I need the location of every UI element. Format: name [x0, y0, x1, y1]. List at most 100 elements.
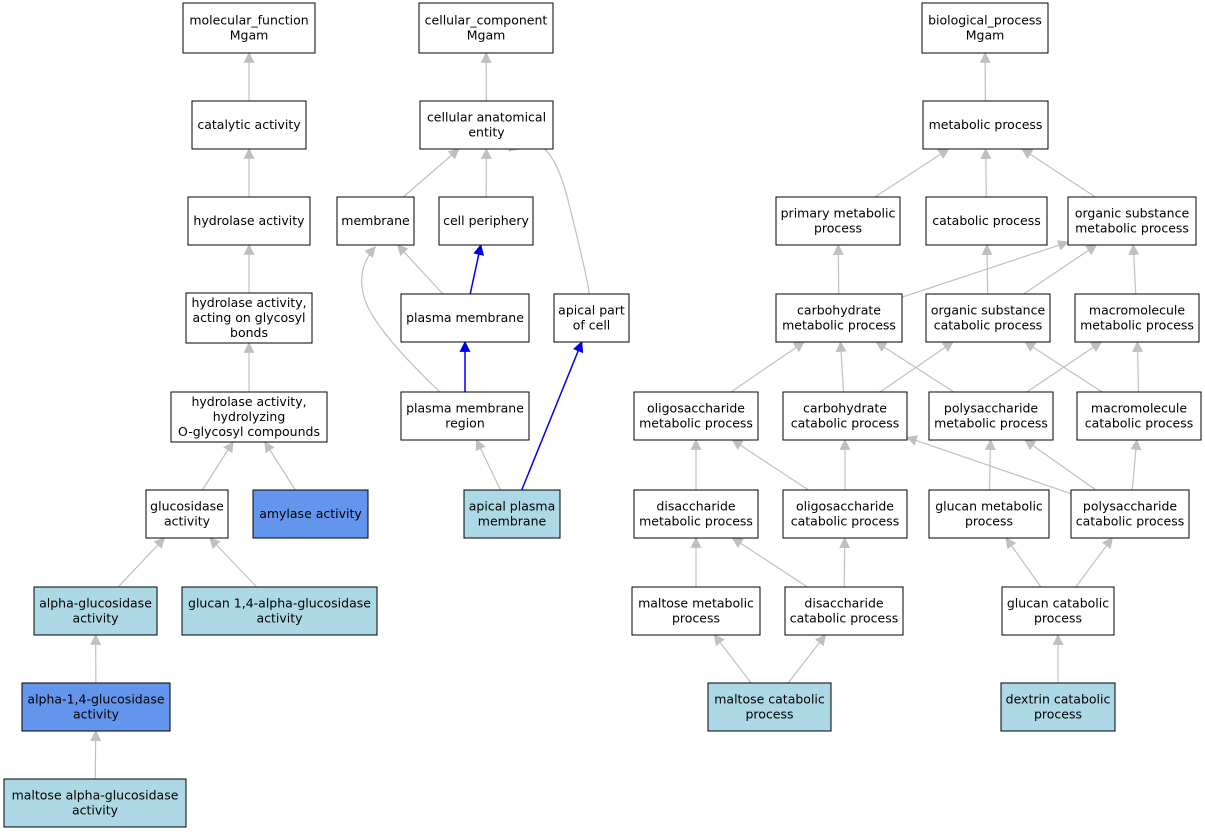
node-label-line: organic substance: [1075, 206, 1190, 221]
node-box: [633, 391, 759, 441]
edge-org_sub_cat-to-org_sub_met: [1023, 244, 1098, 295]
node-label-line: glucosidase: [150, 499, 224, 514]
edge-glucan_cat-to-glucan_met: [1005, 537, 1042, 588]
node-label-line: activity: [164, 514, 211, 529]
edge-maltose_cat-to-disac_cat: [787, 634, 827, 684]
edge-membrane-to-cae: [402, 148, 460, 198]
edge-catabolic-to-metabolic: [980, 147, 992, 198]
node-label-line: catabolic process: [1076, 514, 1185, 529]
edge-glucan14-to-glucosidase: [209, 537, 258, 588]
edge-carb_cat-to-carb_met: [835, 340, 847, 393]
edge-alpha_gluc-to-glucosidase: [117, 537, 166, 588]
node-catalytic[interactable]: catalytic activity: [191, 100, 307, 150]
node-box: [182, 2, 316, 54]
edge-carb_cat-to-org_sub_cat: [879, 341, 954, 393]
node-box: [336, 196, 415, 246]
node-box: [633, 489, 759, 539]
node-box: [928, 391, 1054, 441]
edge-carb_met-to-org_sub_met: [901, 240, 1070, 298]
node-box: [1076, 391, 1202, 441]
node-hyd_oglycosyl[interactable]: hydrolase activity,hydrolyzingO-glycosyl…: [170, 391, 328, 443]
node-box: [775, 196, 901, 246]
node-box: [784, 586, 904, 636]
node-label-line: polysaccharide: [1083, 499, 1177, 514]
node-amylase[interactable]: amylase activity: [252, 489, 369, 539]
node-label-line: membrane: [478, 514, 547, 529]
node-label-line: process: [745, 707, 793, 722]
node-label-line: process: [965, 514, 1013, 529]
node-label-line: primary metabolic: [781, 206, 896, 221]
node-metabolic[interactable]: metabolic process: [922, 100, 1049, 150]
node-label-line: metabolic process: [1075, 221, 1189, 236]
node-label-line: macromolecule: [1089, 303, 1185, 318]
node-box: [553, 293, 630, 343]
node-label-line: metabolic process: [782, 318, 896, 333]
edge-primary_met-to-metabolic: [874, 148, 950, 198]
edge-org_sub_cat-to-catabolic: [981, 243, 993, 295]
node-box: [921, 2, 1049, 54]
node-label-line: organic substance: [931, 303, 1046, 318]
node-label-line: apical part: [558, 303, 625, 318]
node-label-line: glucan catabolic: [1007, 596, 1109, 611]
node-plasma_membrane[interactable]: plasma membrane: [400, 293, 530, 343]
node-label-line: hydrolase activity,: [191, 394, 306, 409]
edge-disac_cat-to-oligo_cat: [839, 536, 851, 588]
node-label-line: glucan 1,4-alpha-glucosidase: [188, 596, 371, 611]
node-label-line: disaccharide: [656, 499, 735, 514]
edge-oligo_met-to-carb_met: [730, 341, 805, 393]
node-label-line: cellular anatomical: [427, 110, 546, 125]
edge-poly_met-to-carb_met: [875, 341, 955, 393]
node-catabolic[interactable]: catabolic process: [925, 196, 1048, 246]
node-label-line: process: [1034, 611, 1082, 626]
edge-glucosidase-to-hyd_oglycosyl: [201, 441, 234, 491]
node-label-line: Mgam: [467, 28, 506, 43]
node-hydrolase[interactable]: hydrolase activity: [187, 196, 311, 246]
node-label-line: hydrolyzing: [213, 409, 286, 424]
node-box: [419, 100, 554, 150]
node-membrane[interactable]: membrane: [336, 196, 415, 246]
node-label-line: metabolic process: [1080, 318, 1194, 333]
node-box: [1067, 196, 1197, 246]
node-cell_periphery[interactable]: cell periphery: [438, 196, 534, 246]
node-label-line: alpha-glucosidase: [39, 596, 152, 611]
node-label-line: entity: [468, 125, 505, 140]
edge-poly_cat-to-poly_met: [1024, 439, 1097, 491]
edge-macro_cat-to-org_sub_cat: [1024, 341, 1103, 393]
node-box: [925, 196, 1048, 246]
node-label-line: apical plasma: [469, 499, 555, 514]
node-box: [1074, 293, 1200, 343]
node-label-line: amylase activity: [259, 506, 362, 521]
node-box: [707, 682, 832, 732]
node-hyd_glycosyl[interactable]: hydrolase activity,acting on glycosylbon…: [185, 292, 313, 344]
